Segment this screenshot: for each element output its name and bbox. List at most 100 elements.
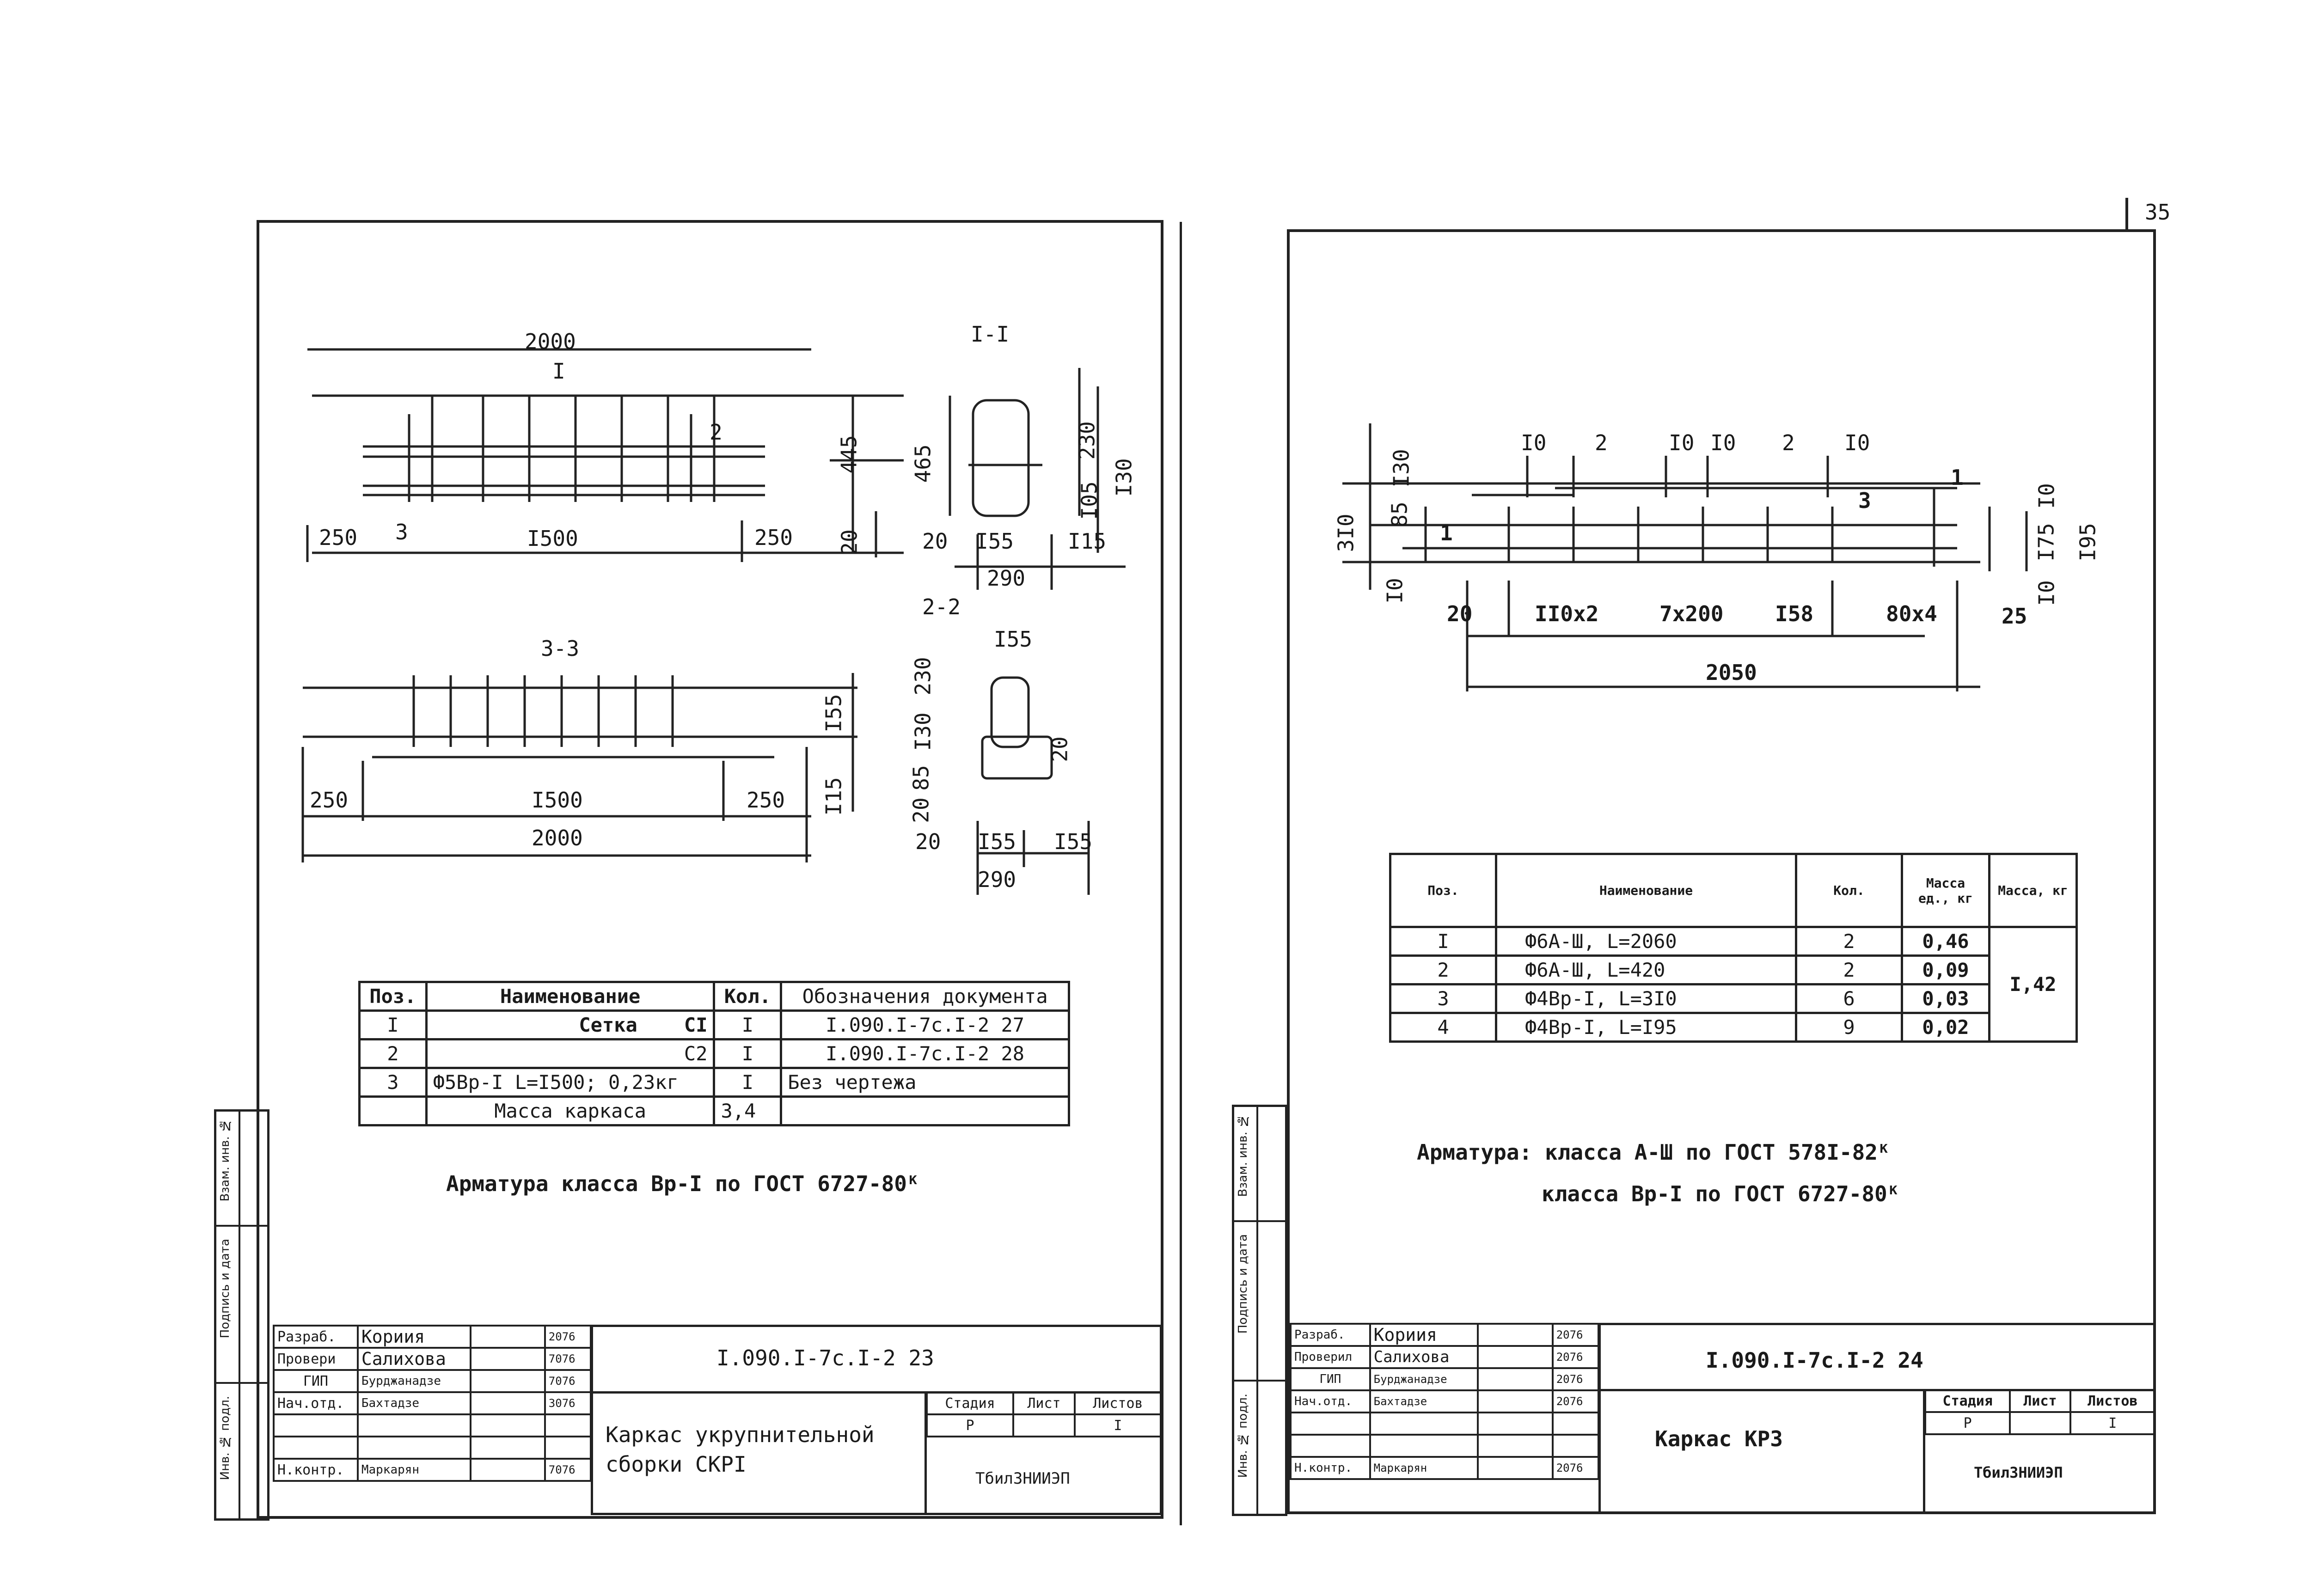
table-row: 3 Ф4Вр-I, L=3I0 6 0,03	[1389, 983, 2077, 1014]
dim-top-mark: I	[552, 359, 565, 384]
tb-sign	[1477, 1389, 1554, 1413]
page-number-bar	[2125, 198, 2128, 230]
tb-sign	[469, 1325, 546, 1349]
s1-115: I15	[1068, 529, 1107, 554]
right-tb-hline	[1598, 1389, 2156, 1391]
table-header-row: Поз. Наименование Кол. Обозначения докум…	[358, 981, 1070, 1012]
left-doc-code: I.090.I-7c.I-2 23	[716, 1345, 934, 1370]
cell-doc: I.090.I-7c.I-2 28	[780, 1038, 1070, 1069]
s1-20: 20	[922, 529, 948, 554]
left-tb-hline	[591, 1391, 1162, 1394]
tb-sign	[469, 1436, 546, 1460]
tb-sign	[469, 1413, 546, 1437]
s2-20: 20	[915, 829, 941, 854]
header-name: Наименование	[1495, 853, 1797, 928]
r-tr10: I0	[2034, 483, 2059, 509]
header-pos: Поз.	[358, 981, 428, 1012]
tb-role: Разраб.	[1290, 1323, 1371, 1347]
r-t10l: I0	[1382, 578, 1408, 604]
tb-name: Кориия	[356, 1325, 471, 1349]
r-t10a: I0	[1521, 430, 1547, 455]
left-sidebar-label-1: Подпись и дата	[218, 1239, 232, 1339]
table-row: 3 Ф5Вр-I L=I500; 0,23кг I Без чертежа	[358, 1067, 1070, 1098]
s2-155-top: I55	[994, 627, 1033, 652]
cell-qty: 2	[1795, 926, 1903, 957]
right-org: ТбилЗНИИЭП	[1974, 1464, 2063, 1481]
cell-pos	[358, 1095, 428, 1126]
section-1-label: I-I	[971, 322, 1010, 347]
right-doc-title: Каркас КРЗ	[1655, 1426, 1783, 1451]
s3-155: I55	[821, 694, 846, 733]
cell-doc: Без чертежа	[780, 1067, 1070, 1098]
s1-155: I55	[975, 529, 1014, 554]
left-note: Арматура класса Вр-I по ГОСТ 6727-80ᴷ	[446, 1171, 920, 1196]
cell-pos: 3	[358, 1067, 428, 1098]
tb-sign	[1477, 1323, 1554, 1347]
left-sidebar-sep-1	[214, 1225, 269, 1227]
s3-250b: 250	[747, 788, 785, 813]
tb-name: Бурджанадзе	[356, 1369, 471, 1393]
sheets-label: Листов	[1073, 1391, 1163, 1415]
table-header-row: Поз. Наименование Кол. Масса ед., кг Мас…	[1389, 853, 2078, 928]
dim-h-445: 445	[836, 435, 862, 474]
r-t10d: I0	[1844, 430, 1870, 455]
stage-value: Р	[1924, 1411, 2011, 1435]
left-sidebar	[214, 1109, 269, 1521]
tb-name	[1369, 1412, 1479, 1436]
s1-230: 230	[1074, 421, 1100, 460]
tb-role: Н.контр.	[273, 1458, 359, 1482]
mark-3: 3	[395, 520, 408, 544]
cell-name: Ф6А-Ш, L=2060	[1495, 926, 1797, 957]
cell-name: Масса каркаса	[425, 1095, 716, 1126]
cell-unit-mass: 0,02	[1901, 1012, 1990, 1043]
cell-unit-mass: 0,03	[1901, 983, 1990, 1014]
sheets-value: I	[2069, 1411, 2156, 1435]
tb-name: Бурджанадзе	[1369, 1367, 1479, 1391]
tb-date: 2076	[1551, 1367, 1600, 1391]
mark-2: 2	[710, 420, 722, 445]
r-t1: 1	[1440, 520, 1453, 545]
tb-name: Маркарян	[1369, 1456, 1479, 1480]
tb-row	[273, 1436, 592, 1460]
table-row: 2 C2 I I.090.I-7c.I-2 28	[358, 1038, 1070, 1069]
s3-2000: 2000	[532, 826, 583, 850]
tb-date: 7076	[544, 1369, 592, 1393]
header-qty: Кол.	[1795, 853, 1903, 928]
cell-qty: 6	[1795, 983, 1903, 1014]
tb-role	[273, 1436, 359, 1460]
right-sidebar-sep-1	[1232, 1220, 1287, 1222]
dim-mid-1500: I500	[527, 526, 578, 551]
left-tb-vline	[924, 1391, 927, 1515]
left-doc-title: Каркас укрупнительной сборки СКРI	[606, 1422, 875, 1477]
r-tr10b: I0	[2034, 580, 2059, 606]
s2-20side: 20	[1047, 736, 1072, 762]
dim-left-250: 250	[319, 525, 358, 550]
stage-label: Стадия	[1924, 1389, 2011, 1413]
tb-sign	[1477, 1367, 1554, 1391]
r-b2050: 2050	[1706, 660, 1757, 685]
left-sidebar-label-0: Взам. инв. №	[218, 1119, 232, 1202]
cell-doc: I.090.I-7c.I-2 27	[780, 1009, 1070, 1040]
s2-155a: I55	[978, 829, 1016, 854]
cell-qty: I	[713, 1067, 783, 1098]
tb-role: Нач.отд.	[1290, 1389, 1371, 1413]
tb-date	[1551, 1434, 1600, 1458]
tb-name: Салихова	[1369, 1345, 1479, 1369]
right-sidebar-label-0: Взам. инв. №	[1236, 1114, 1250, 1197]
right-doc-code: I.090.I-7c.I-2 24	[1706, 1348, 1923, 1373]
r-t3: 3	[1858, 488, 1871, 513]
s3-115: I15	[821, 777, 846, 816]
left-org: ТбилЗНИИЭП	[975, 1469, 1070, 1488]
cell-qty: 3,4	[713, 1095, 783, 1126]
right-sidebar	[1232, 1105, 1287, 1516]
tb-date	[544, 1436, 592, 1460]
cell-unit-mass: 0,46	[1901, 926, 1990, 957]
section-2-label: 2-2	[922, 594, 961, 619]
